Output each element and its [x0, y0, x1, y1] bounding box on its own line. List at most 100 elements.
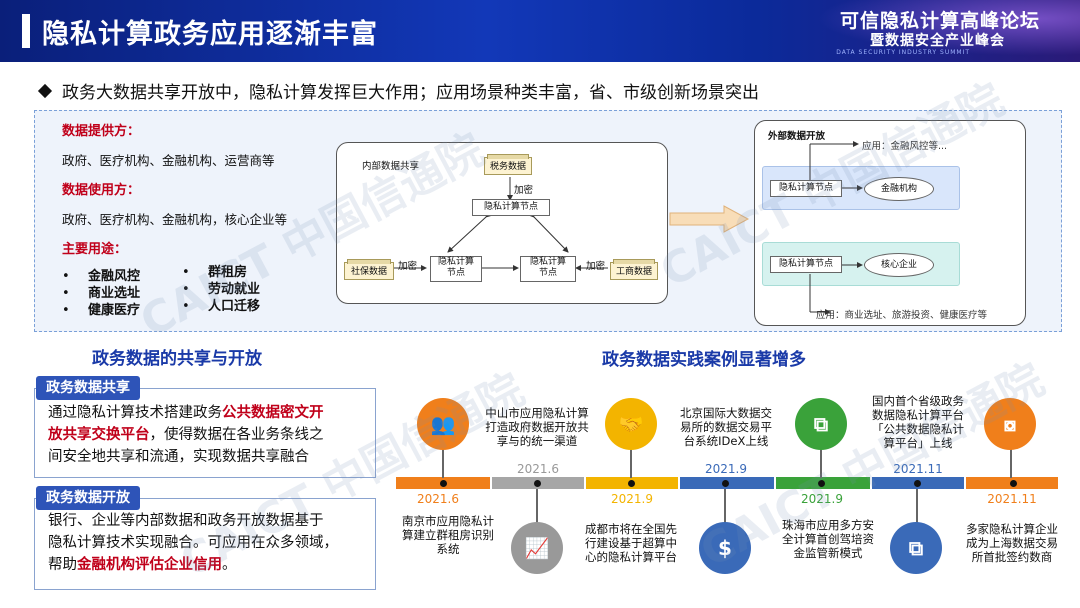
social-security-data-node: 社保数据	[344, 259, 394, 280]
data-sharing-text: 通过隐私计算技术搭建政务公共数据密文开 放共享交换平台，使得数据在各业务条线之 …	[48, 402, 372, 468]
data-opening-card	[34, 498, 376, 590]
timeline-stem	[442, 436, 444, 478]
privacy-node-top: 隐私计算节点	[472, 199, 550, 216]
use-heading: 主要用途：	[62, 242, 128, 257]
encrypt-label-top: 加密	[514, 185, 534, 196]
section-title-sharing: 政务数据的共享与开放	[92, 349, 262, 369]
privacy-node-left: 隐私计算 节点	[430, 256, 482, 282]
core-enterprise-oval: 核心企业	[864, 253, 934, 277]
date-label: 2021.9	[801, 492, 843, 506]
share-highlight2: 放共享交换平台	[48, 427, 150, 443]
open-line3a: 帮助	[48, 557, 77, 573]
page-title: 隐私计算政务应用逐渐丰富	[42, 19, 378, 50]
finance-institution-oval: 金融机构	[864, 177, 934, 201]
data-opening-tag: 政务数据开放	[36, 486, 140, 510]
use-item: 健康医疗	[62, 302, 140, 319]
open-highlight: 金融机构评估企业信用	[77, 557, 222, 573]
case-caption-provincial: 国内首个省级政务 数据隐私计算平台 「公共数据隐私计 算平台」上线	[872, 394, 964, 450]
date-label: 2021.6	[417, 492, 459, 506]
timeline-dot	[722, 480, 729, 487]
date-label: 2021.9	[611, 492, 653, 506]
tax-data-node: 税务数据	[484, 154, 532, 175]
org-chart-icon: ⧉	[908, 536, 924, 560]
data-sharing-tag: 政务数据共享	[36, 376, 140, 400]
key-point: 政务大数据共享开放中，隐私计算发挥巨大作用；应用场景种类丰富，省、市级创新场景突…	[37, 78, 759, 103]
timeline-circle: 👥	[417, 398, 469, 450]
use-item: 群租房	[182, 264, 260, 281]
timeline-circle: ⧉	[890, 522, 942, 574]
timeline-dot	[914, 480, 921, 487]
app-top-label: 应用：金融风控等...	[862, 141, 948, 152]
date-label: 2021.9	[705, 462, 747, 476]
timeline-circle: $	[699, 522, 751, 574]
timeline-dot	[818, 480, 825, 487]
external-diagram-lines	[809, 141, 863, 315]
data-sharing-card	[34, 388, 376, 478]
timeline-stem	[820, 436, 822, 478]
header-glow	[780, 0, 1080, 62]
timeline-stem	[630, 436, 632, 478]
user-heading: 数据使用方：	[62, 183, 141, 198]
timeline-dot	[1010, 480, 1017, 487]
timeline-stem	[1010, 436, 1012, 478]
timeline-stem	[916, 489, 918, 525]
share-highlight1: 公共数据密文开	[222, 405, 324, 421]
share-line3: 间安全地共享和流通，实现数据共享融合	[48, 449, 309, 465]
encrypt-label-left: 加密	[398, 261, 418, 272]
flow-arrow-icon	[669, 205, 750, 233]
open-line1: 银行、企业等内部数据和政务开放数据基于	[48, 513, 324, 529]
external-opening-diagram	[754, 120, 1026, 326]
timeline-dot	[628, 480, 635, 487]
timeline-dot	[440, 480, 447, 487]
timeline-circle: ⧇	[984, 398, 1036, 450]
forum-subtitle: 暨数据安全产业峰会	[870, 33, 1005, 49]
timeline-circle: ⧉	[795, 398, 847, 450]
date-label: 2021.11	[987, 492, 1037, 506]
title-bar-mark	[22, 14, 30, 48]
uses-list-2: 群租房 劳动就业 人口迁移	[182, 264, 260, 315]
use-item: 劳动就业	[182, 281, 260, 298]
date-label: 2021.6	[517, 462, 559, 476]
data-opening-text: 银行、企业等内部数据和政务开放数据基于 隐私计算技术实现融合。可应用在众多领域，…	[48, 510, 372, 576]
chart-trend-icon: 📈	[524, 536, 550, 560]
internal-diagram-title: 内部数据共享	[362, 161, 420, 172]
timeline-stem	[724, 489, 726, 525]
external-diagram-title: 外部数据开放	[768, 131, 826, 142]
privacy-node-right: 隐私计算 节点	[520, 256, 576, 282]
timeline-circle: 🤝	[605, 398, 657, 450]
timeline-stem	[536, 489, 538, 525]
case-caption-zhongshan: 中山市应用隐私计算 打造政府数据开放共 享与的统一渠道	[485, 406, 589, 448]
open-line3b: 。	[222, 557, 237, 573]
app-bottom-label: 应用：商业选址、旅游投资、健康医疗等	[816, 310, 988, 321]
uses-list-1: 金融风控 商业选址 健康医疗	[62, 268, 140, 319]
case-caption-zhuhai: 珠海市应用多方安 全计算首创驾培资 金监管新模式	[782, 518, 874, 560]
network-icon: ⧉	[813, 412, 829, 436]
timeline-circle: 📈	[511, 522, 563, 574]
use-item: 人口迁移	[182, 298, 260, 315]
case-caption-chengdu: 成都市将在全国先 行建设基于超算中 心的隐私计算平台	[585, 522, 677, 564]
flowchart-icon: ⧇	[1003, 412, 1017, 436]
shield-money-icon: $	[718, 536, 732, 560]
share-line2: ，使得数据在各业务条线之	[149, 427, 324, 443]
section-title-cases: 政务数据实践案例显著增多	[602, 350, 806, 370]
people-icon: 👥	[430, 412, 456, 436]
privacy-node-enterprise: 隐私计算节点	[770, 256, 842, 273]
use-item: 金融风控	[62, 268, 140, 285]
header-banner: 隐私计算政务应用逐渐丰富 可信隐私计算高峰论坛 暨数据安全产业峰会 DATA S…	[0, 0, 1080, 62]
user-text: 政府、医疗机构、金融机构，核心企业等	[62, 212, 288, 227]
use-item: 商业选址	[62, 285, 140, 302]
date-label: 2021.11	[893, 462, 943, 476]
forum-name: 可信隐私计算高峰论坛	[839, 10, 1040, 32]
case-caption-nanjing: 南京市应用隐私计 算建立群租房识别 系统	[402, 514, 494, 556]
handshake-icon: 🤝	[618, 412, 644, 436]
key-point-text: 政务大数据共享开放中，隐私计算发挥巨大作用；应用场景种类丰富，省、市级创新场景突…	[62, 83, 759, 103]
timeline-dot	[534, 480, 541, 487]
forum-english: DATA SECURITY INDUSTRY SUMMIT	[836, 49, 970, 56]
diamond-bullet-icon	[37, 83, 53, 99]
business-data-node: 工商数据	[610, 259, 658, 280]
privacy-node-finance: 隐私计算节点	[770, 180, 842, 197]
case-caption-beijing: 北京国际大数据交 易所的数据交易平 台系统IDeX上线	[680, 406, 772, 448]
provider-text: 政府、医疗机构、金融机构、运营商等	[62, 153, 275, 168]
share-line1: 通过隐私计算技术搭建政务	[48, 405, 222, 421]
encrypt-label-right: 加密	[586, 261, 606, 272]
